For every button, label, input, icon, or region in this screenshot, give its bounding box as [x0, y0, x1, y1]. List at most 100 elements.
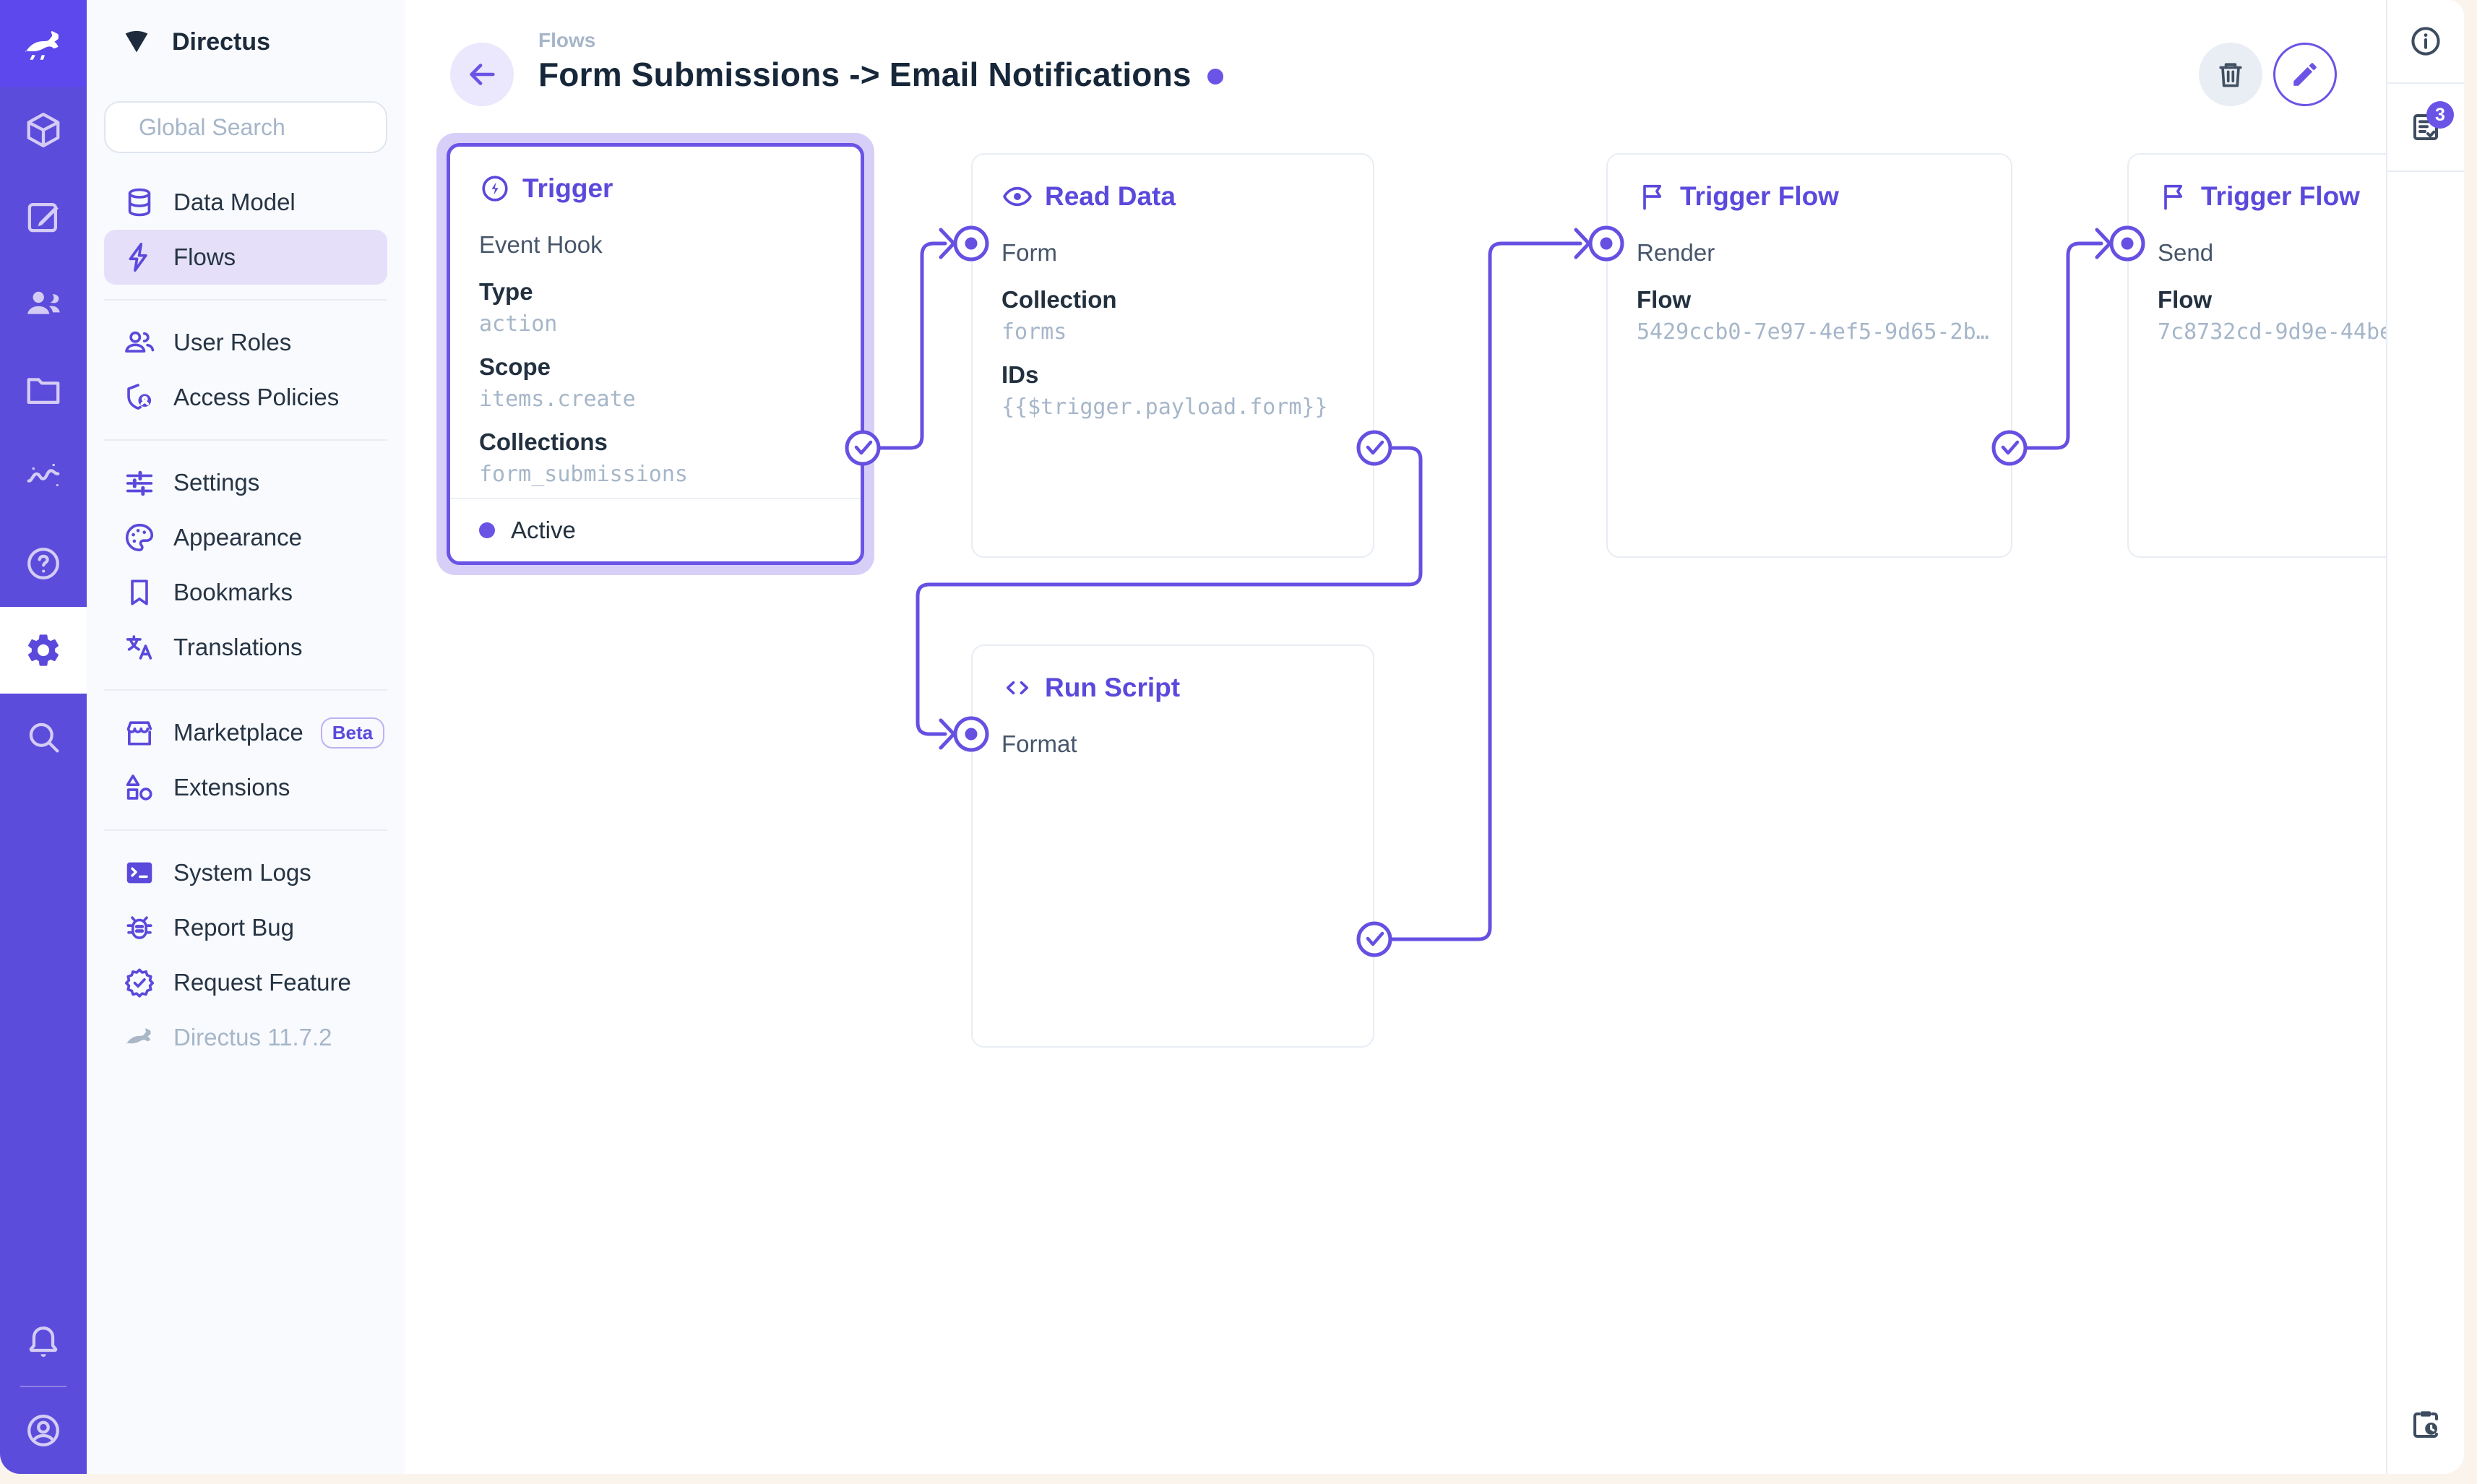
sidebar-item-label: Flows — [173, 243, 236, 270]
database-icon — [128, 188, 151, 217]
module-editor[interactable] — [0, 173, 87, 260]
sidebar-item-label: Access Policies — [173, 384, 340, 410]
search-icon — [29, 722, 59, 753]
terminal-icon — [126, 862, 152, 884]
read-data-node-title: Read Data — [1001, 181, 1344, 212]
nav-sidebar: Directus ⌘K Data Model Flows User Roles … — [87, 0, 496, 1474]
trigger-node[interactable]: Trigger Event Hook Type action Scope ite… — [447, 143, 864, 565]
trigger-node-title: Trigger — [479, 173, 832, 204]
arrowhead — [939, 718, 957, 750]
folder-icon — [27, 378, 60, 405]
link-trigger-flow-render-to-send — [2007, 241, 2103, 450]
module-insights[interactable] — [0, 433, 87, 520]
box-icon — [27, 113, 60, 147]
run-script-node[interactable]: Run Script Format — [971, 644, 1374, 1048]
sidebar-item-label: Marketplace — [173, 719, 303, 746]
shield-user-icon — [127, 384, 152, 410]
badge-check-icon — [124, 968, 155, 998]
help-icon — [27, 548, 59, 579]
notifications-button[interactable] — [0, 1299, 87, 1386]
sidebar-item-label: Appearance — [173, 524, 302, 551]
flag-icon — [2164, 184, 2183, 210]
bolt-circle-icon — [482, 176, 508, 202]
field: Collection forms — [1001, 286, 1117, 345]
people-icon — [27, 291, 60, 314]
translate-icon — [126, 635, 152, 660]
sidebar-item-request-feature[interactable]: Request Feature — [104, 955, 387, 1010]
active-label: Active — [511, 517, 576, 543]
link-trigger-to-read-data — [861, 241, 947, 450]
read-data-node[interactable]: Read Data Form Collection forms IDs {{$t… — [971, 153, 1374, 558]
account-circle-icon — [27, 1415, 59, 1446]
version-label: Directus 11.7.2 — [173, 1024, 332, 1051]
delete-flow-button[interactable] — [2199, 43, 2262, 106]
user-menu-button[interactable] — [0, 1387, 87, 1474]
clipboard-clock-icon — [2413, 1411, 2438, 1438]
right-sidebar-rail: 3 — [2386, 0, 2464, 1474]
info-icon — [2411, 27, 2440, 56]
nav-divider — [104, 439, 387, 441]
beta-badge: Beta — [320, 717, 385, 749]
module-files[interactable] — [0, 347, 87, 433]
shapes-icon — [126, 775, 152, 801]
module-help[interactable] — [0, 520, 87, 607]
run-script-node-title: Run Script — [1001, 672, 1344, 704]
edit-square-icon — [27, 202, 59, 233]
module-bar — [0, 0, 87, 1474]
flow-status-dot — [1207, 69, 1223, 85]
sidebar-item-flows[interactable]: Flows — [104, 230, 387, 285]
global-search-input[interactable] — [139, 113, 442, 141]
module-bar-bottom — [0, 1299, 87, 1474]
trigger-flow-send-node[interactable]: Trigger Flow Send Flow 7c8732cd-9d9e-44b… — [2127, 153, 2386, 558]
module-users[interactable] — [0, 260, 87, 347]
arrowhead — [1574, 228, 1592, 259]
trigger-subtitle: Event Hook — [479, 231, 603, 258]
directus-logo[interactable] — [0, 0, 87, 87]
sidebar-item-report-bug[interactable]: Report Bug — [104, 900, 387, 955]
revisions-button[interactable] — [2387, 1384, 2464, 1464]
info-button[interactable] — [2387, 0, 2464, 84]
sidebar-item-user-roles[interactable]: User Roles — [104, 315, 387, 370]
field: Collections form_submissions — [479, 428, 688, 487]
nav-divider — [104, 689, 387, 691]
flow-canvas[interactable]: Flows Form Submissions -> Email Notifica… — [405, 0, 2386, 1474]
notices-button[interactable]: 3 — [2387, 84, 2464, 172]
back-button[interactable] — [450, 43, 514, 106]
bolt-icon — [129, 242, 147, 272]
sidebar-item-bookmarks[interactable]: Bookmarks — [104, 565, 387, 620]
sidebar-item-extensions[interactable]: Extensions — [104, 760, 387, 815]
sidebar-item-translations[interactable]: Translations — [104, 620, 387, 675]
project-name: Directus — [172, 27, 271, 56]
arrowhead — [2095, 228, 2113, 259]
sidebar-item-system-logs[interactable]: System Logs — [104, 845, 387, 900]
trigger-flow-render-node[interactable]: Trigger Flow Render Flow 5429ccb0-7e97-4… — [1606, 153, 2012, 558]
rabbit-logo-icon — [25, 31, 59, 60]
trash-icon — [2219, 63, 2242, 87]
sidebar-item-label: Settings — [173, 469, 260, 496]
active-dot — [479, 522, 495, 538]
sidebar-item-label: Data Model — [173, 189, 296, 215]
trigger-node-selection-glow: Trigger Event Hook Type action Scope ite… — [436, 133, 874, 575]
sidebar-item-marketplace[interactable]: Marketplace Beta — [104, 705, 387, 760]
breadcrumb[interactable]: Flows — [538, 29, 596, 51]
nav-divider — [104, 299, 387, 301]
sidebar-item-label: Bookmarks — [173, 579, 293, 605]
sidebar-item-label: Translations — [173, 634, 303, 660]
module-settings[interactable] — [0, 607, 87, 694]
edit-flow-button[interactable] — [2273, 43, 2337, 106]
page-title: Form Submissions -> Email Notifications — [538, 56, 1192, 93]
sidebar-item-label: Report Bug — [173, 914, 294, 941]
gear-icon — [27, 634, 59, 666]
sidebar-item-appearance[interactable]: Appearance — [104, 510, 387, 565]
module-search[interactable] — [0, 694, 87, 780]
sidebar-item-data-model[interactable]: Data Model — [104, 175, 387, 230]
module-content[interactable] — [0, 87, 87, 173]
sidebar-item-access-policies[interactable]: Access Policies — [104, 370, 387, 425]
sidebar-item-settings[interactable]: Settings — [104, 455, 387, 510]
sidebar-item-label: Extensions — [173, 774, 290, 801]
project-switcher[interactable]: Directus — [87, 0, 405, 84]
field: Type action — [479, 278, 558, 337]
sidebar-item-label: Request Feature — [173, 969, 351, 996]
global-search[interactable]: ⌘K — [104, 101, 496, 153]
